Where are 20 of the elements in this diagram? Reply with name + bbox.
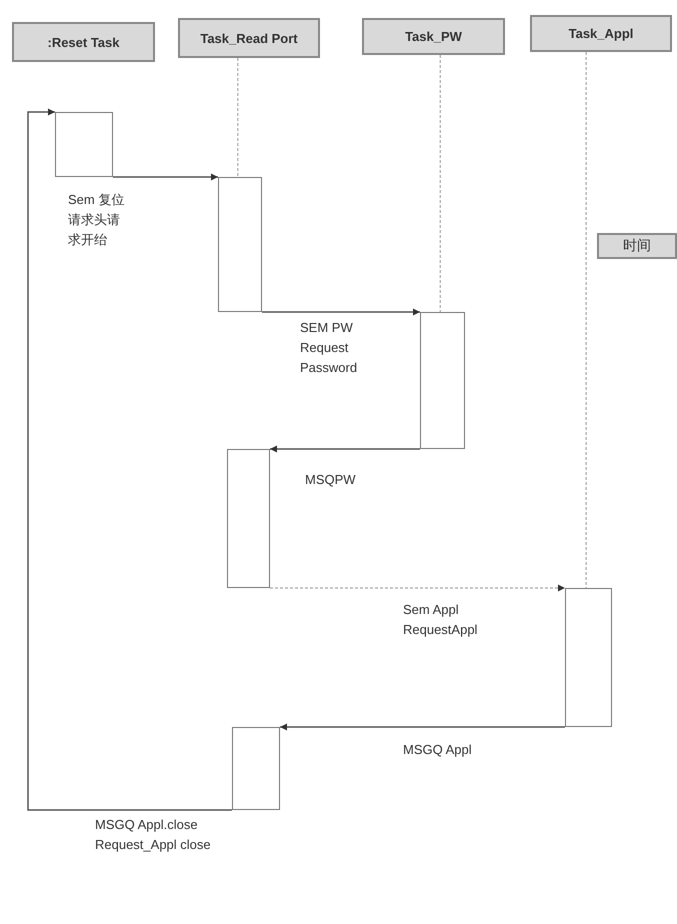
activation-bar: [55, 112, 113, 177]
lifeline: [586, 52, 587, 588]
message-arrow: [270, 446, 420, 452]
lifeline-header: Task_Read Port: [178, 18, 320, 58]
message-arrow: [113, 174, 218, 180]
time-box: 时间: [597, 233, 677, 259]
message-arrow: [27, 108, 232, 811]
lifeline-header: Task_PW: [362, 18, 505, 55]
activation-bar: [565, 588, 612, 727]
message-arrow: [280, 724, 565, 730]
activation-bar: [232, 727, 280, 810]
message-arrow: [270, 584, 566, 592]
activation-bar: [218, 177, 262, 312]
lifeline-header: :Reset Task: [12, 22, 155, 62]
activation-bar: [420, 312, 465, 449]
lifeline: [237, 58, 238, 178]
activation-bar: [227, 449, 270, 588]
lifeline-header: Task_Appl: [530, 15, 672, 52]
lifeline: [440, 54, 441, 312]
message-arrow: [262, 308, 420, 316]
